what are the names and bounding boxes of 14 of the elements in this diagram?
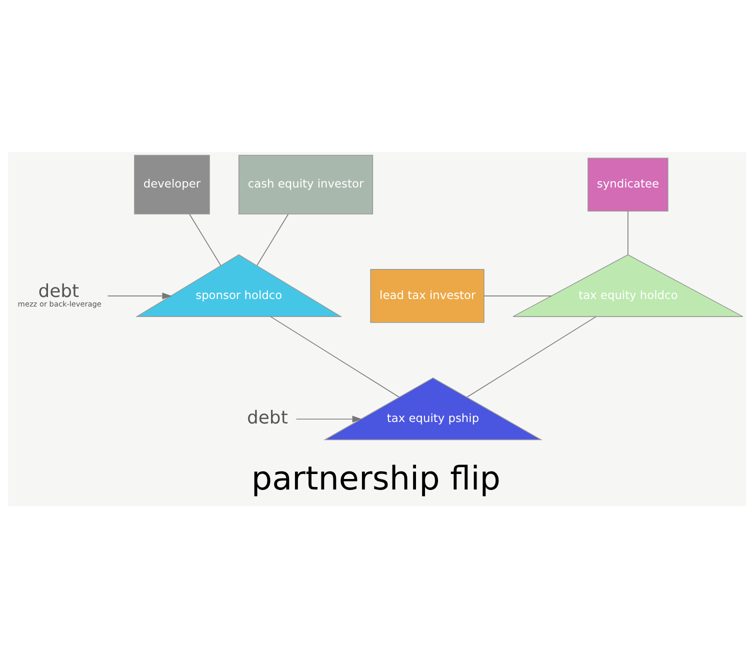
node-box: syndicatee	[588, 158, 668, 212]
connector	[189, 214, 222, 266]
connector	[466, 316, 597, 398]
connector	[270, 316, 400, 398]
node-text: debt	[247, 408, 288, 429]
connector	[256, 214, 289, 266]
node-text: debt	[38, 280, 80, 302]
arrow	[107, 292, 172, 300]
node-label: mezz or back-leverage	[18, 299, 102, 308]
node-box: lead tax investor	[370, 269, 484, 323]
caption: partnership flip	[251, 460, 500, 498]
arrow	[296, 416, 362, 423]
node-box: developer	[134, 154, 210, 214]
node-box: cash equity investor	[238, 154, 374, 214]
